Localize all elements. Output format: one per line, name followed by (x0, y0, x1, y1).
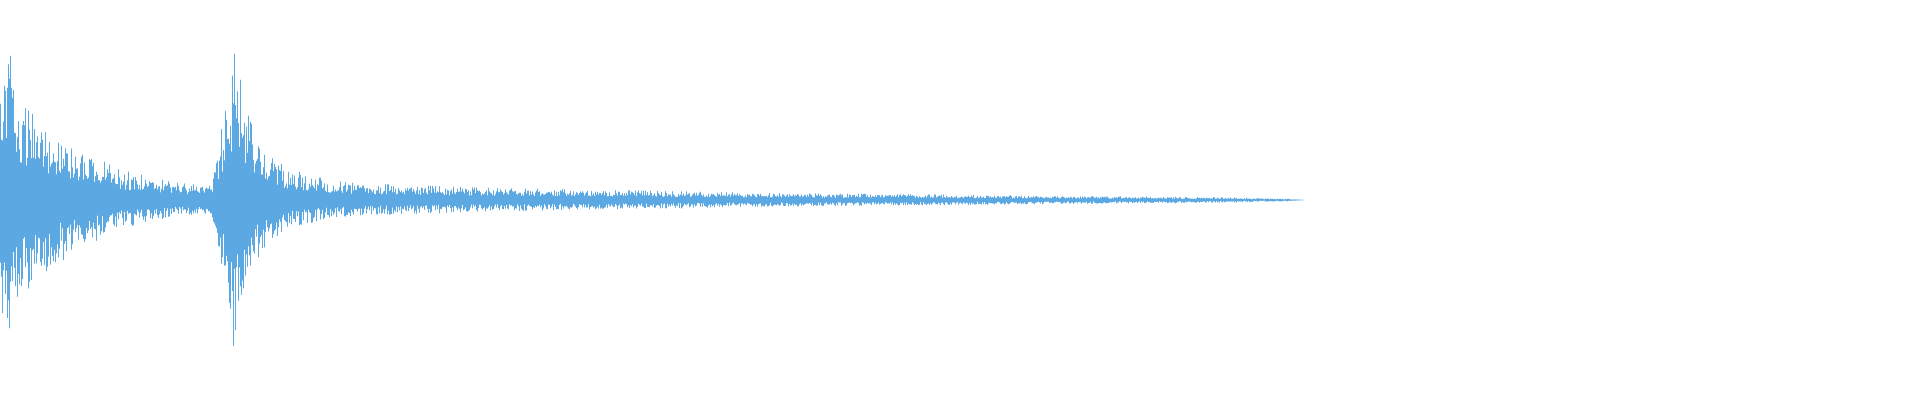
waveform-samples (0, 53, 1305, 346)
waveform-trace (0, 53, 1305, 346)
